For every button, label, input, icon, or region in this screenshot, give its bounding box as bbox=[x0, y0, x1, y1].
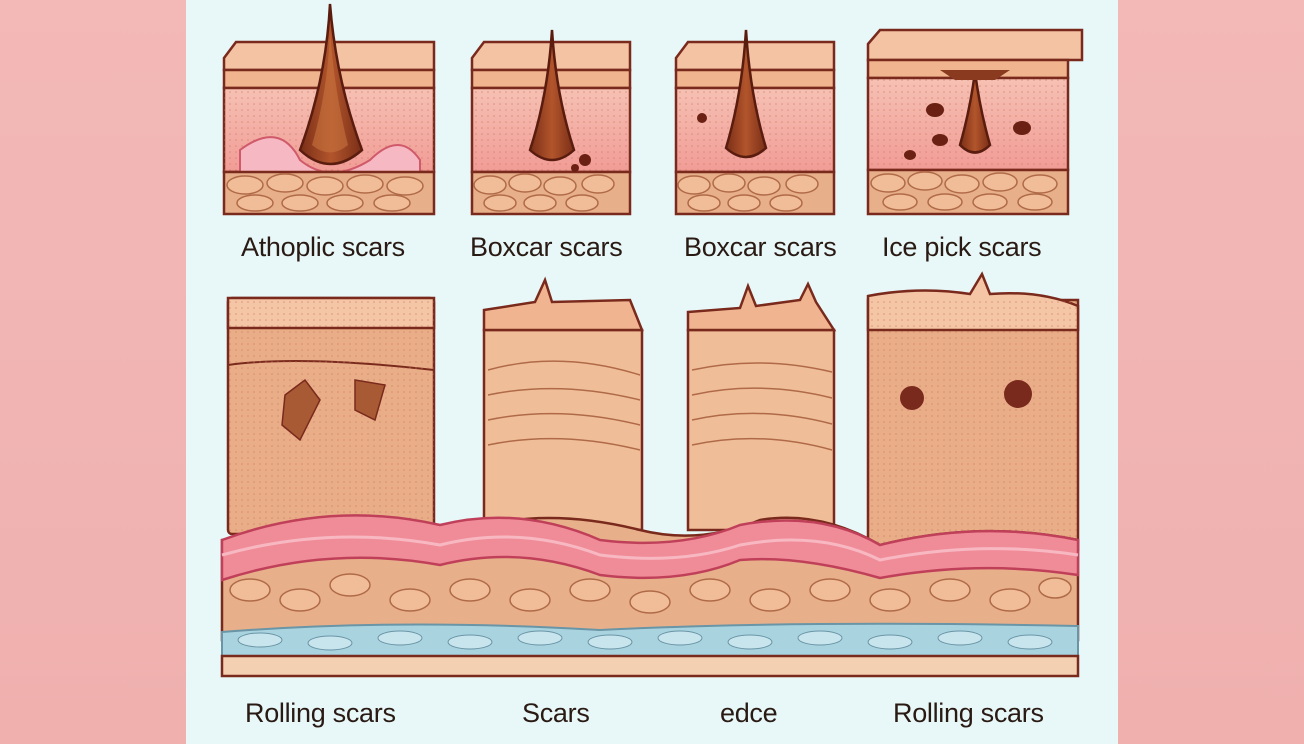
top-label-4: Ice pick scars bbox=[882, 232, 1042, 262]
top-label-3: Boxcar scars bbox=[684, 232, 837, 262]
bottom-label-4: Rolling scars bbox=[893, 698, 1044, 728]
bottom-label-2: Scars bbox=[522, 698, 590, 728]
skin-block-athoplic bbox=[222, 3, 436, 216]
right-pink-margin bbox=[1118, 0, 1304, 744]
left-pink-margin bbox=[0, 0, 186, 744]
top-label-1: Athoplic scars bbox=[241, 232, 405, 262]
skin-block-icepick bbox=[866, 28, 1084, 216]
skin-cross-section bbox=[220, 271, 1080, 678]
top-label-2: Boxcar scars bbox=[470, 232, 623, 262]
skin-block-boxcar-2 bbox=[674, 29, 836, 216]
bottom-label-3: edce bbox=[720, 698, 778, 728]
skin-block-boxcar-1 bbox=[470, 29, 632, 216]
bottom-label-1: Rolling scars bbox=[245, 698, 396, 728]
